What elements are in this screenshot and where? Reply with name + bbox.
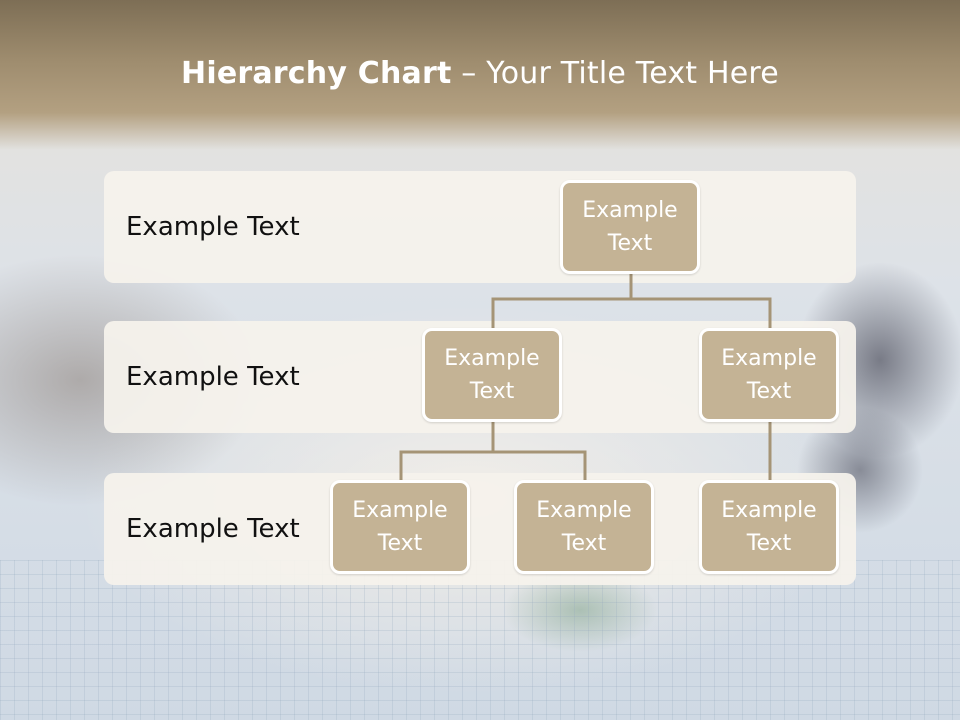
title-bold: Hierarchy Chart [181,56,452,91]
node-grandchild-2[interactable]: Example Text [514,480,654,574]
level-label-1: Example Text [126,212,300,242]
connector-root-to-left [491,273,633,329]
node-grandchild-1[interactable]: Example Text [330,480,470,574]
node-child-left[interactable]: Example Text [422,328,562,422]
slide-title: Hierarchy Chart – Your Title Text Here [0,56,960,91]
connector-root-to-right [631,297,772,329]
title-rest: Your Title Text Here [486,56,779,91]
title-separator: – [451,56,487,91]
level-label-2: Example Text [126,362,300,392]
connector-left-to-grandchild-1 [399,421,495,481]
level-label-3: Example Text [126,514,300,544]
node-root[interactable]: Example Text [560,180,700,274]
title-header [0,0,960,150]
background-tablecloth [0,560,960,720]
node-grandchild-3[interactable]: Example Text [699,480,839,574]
level-band-1: Example Text [104,171,856,283]
connector-left-to-grandchild-2 [493,450,587,481]
node-child-right[interactable]: Example Text [699,328,839,422]
